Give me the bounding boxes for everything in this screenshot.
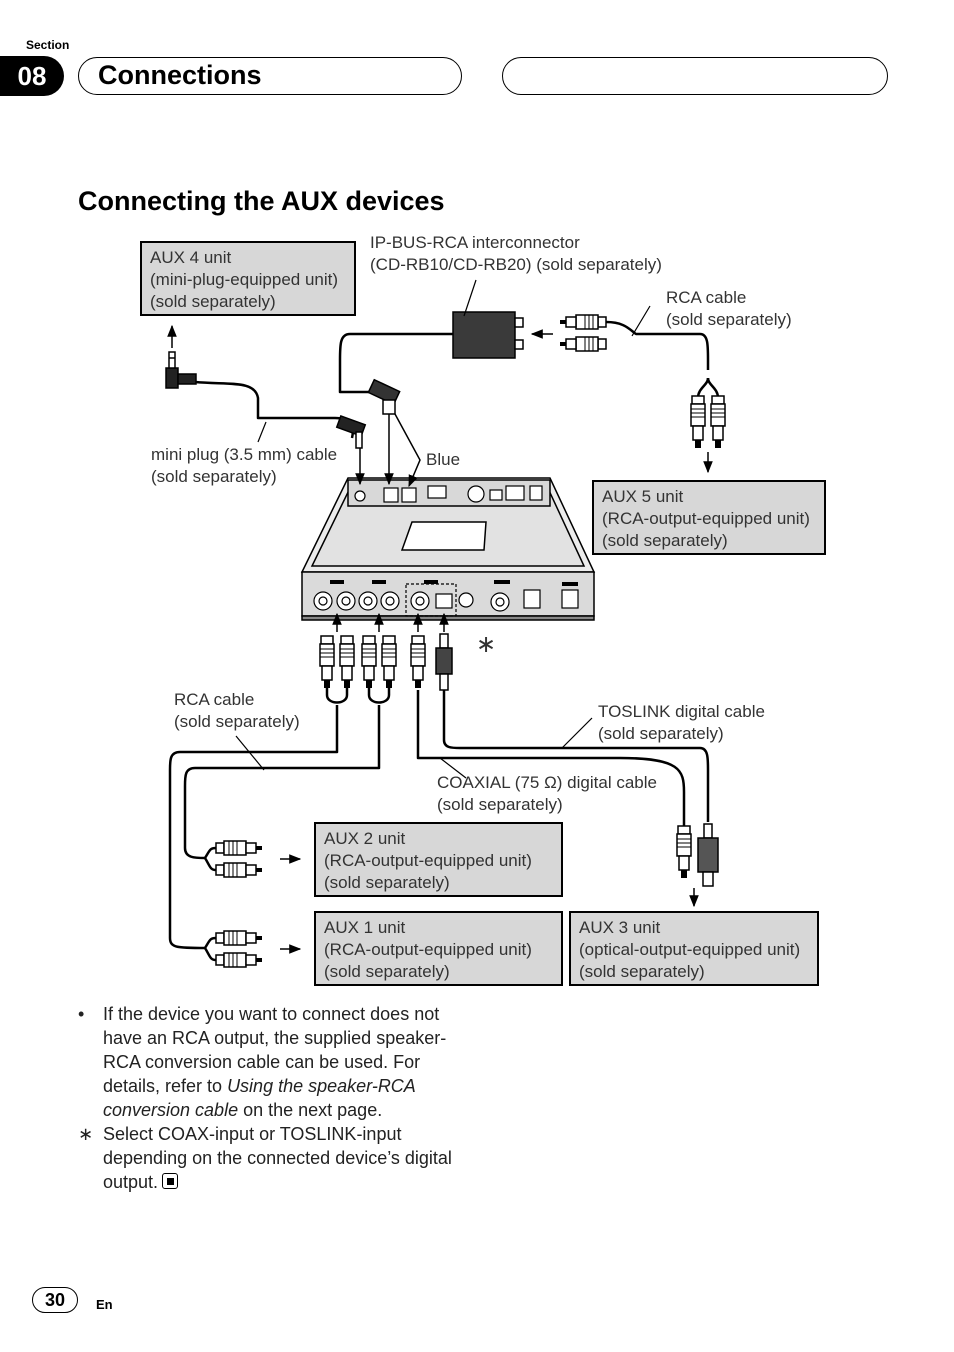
aux4-line-2: (mini-plug-equipped unit) <box>150 270 339 289</box>
ipbus-label: IP-BUS-RCA interconnector (CD-RB10/CD-RB… <box>370 232 662 276</box>
rca-top-line-2: (sold separately) <box>666 310 792 329</box>
aux1-line-2: (RCA-output-equipped unit) <box>324 940 532 959</box>
toslink-line-1: TOSLINK digital cable <box>598 702 765 721</box>
blue-label: Blue <box>426 450 461 469</box>
mini-plug-line-1: mini plug (3.5 mm) cable <box>151 445 338 464</box>
note-asterisk-text: Select COAX-input or TOSLINK-input depen… <box>103 1124 452 1192</box>
aux1-unit-box: AUX 1 unit (RCA-output-equipped unit) (s… <box>314 911 563 986</box>
note-bullet-italic: Using the speaker-RCA conversion cable <box>103 1076 416 1120</box>
ipbus-line-2: (CD-RB10/CD-RB20) (sold separately) <box>370 255 662 274</box>
toslink-label: TOSLINK digital cable (sold separately) <box>598 701 765 745</box>
aux2-line-2: (RCA-output-equipped unit) <box>324 851 532 870</box>
note-bullet-text-2: on the next page. <box>238 1100 383 1120</box>
section-number-badge: 08 <box>0 56 64 96</box>
rca-top-line-1: RCA cable <box>666 288 747 307</box>
ipbus-line-1: IP-BUS-RCA interconnector <box>370 233 580 252</box>
aux2-line-3: (sold separately) <box>324 873 450 892</box>
aux5-line-1: AUX 5 unit <box>602 487 684 506</box>
mini-plug-label: mini plug (3.5 mm) cable (sold separatel… <box>151 444 337 488</box>
coaxial-line-1: COAXIAL (75 Ω) digital cable <box>437 773 657 792</box>
aux5-line-3: (sold separately) <box>602 531 728 550</box>
note-bullet-text-1: If the device you want to connect does n… <box>103 1004 447 1096</box>
coaxial-line-2: (sold separately) <box>437 795 563 814</box>
page-title: Connections <box>98 60 262 90</box>
title-pill <box>78 57 462 95</box>
rca-cable-top-label: RCA cable (sold separately) <box>666 287 792 331</box>
asterisk-note-mark: ∗ <box>78 1124 94 1144</box>
mini-plug-line-2: (sold separately) <box>151 467 277 486</box>
aux1-line-3: (sold separately) <box>324 962 450 981</box>
rca-cable-left-label: RCA cable (sold separately) <box>174 689 300 733</box>
aux4-unit-box: AUX 4 unit (mini-plug-equipped unit) (so… <box>140 241 356 316</box>
section-heading: Connecting the AUX devices <box>78 186 445 216</box>
notes-list: • If the device you want to connect does… <box>78 1002 478 1194</box>
aux4-line-3: (sold separately) <box>150 292 276 311</box>
rca-left-line-2: (sold separately) <box>174 712 300 731</box>
toslink-line-2: (sold separately) <box>598 724 724 743</box>
asterisk-mark: ∗ <box>476 631 497 658</box>
aux3-line-3: (sold separately) <box>579 962 705 981</box>
aux3-line-1: AUX 3 unit <box>579 918 661 937</box>
stop-square-icon <box>162 1173 179 1189</box>
section-label: Section <box>26 38 70 52</box>
aux3-unit-box: AUX 3 unit (optical-output-equipped unit… <box>569 911 819 986</box>
aux5-unit-box: AUX 5 unit (RCA-output-equipped unit) (s… <box>592 480 826 555</box>
aux5-line-2: (RCA-output-equipped unit) <box>602 509 810 528</box>
aux2-line-1: AUX 2 unit <box>324 829 406 848</box>
bullet-mark: • <box>78 1004 85 1024</box>
coaxial-label: COAXIAL (75 Ω) digital cable (sold separ… <box>437 772 657 816</box>
rca-left-line-1: RCA cable <box>174 690 255 709</box>
header-empty-pill <box>502 57 888 95</box>
page-number: 30 <box>32 1287 78 1313</box>
aux3-line-2: (optical-output-equipped unit) <box>579 940 801 959</box>
language-label: En <box>96 1297 113 1312</box>
aux4-line-1: AUX 4 unit <box>150 248 232 267</box>
aux1-line-1: AUX 1 unit <box>324 918 406 937</box>
aux2-unit-box: AUX 2 unit (RCA-output-equipped unit) (s… <box>314 822 563 897</box>
note-bullet: • If the device you want to connect does… <box>78 1002 478 1122</box>
note-asterisk: ∗ Select COAX-input or TOSLINK-input dep… <box>78 1122 478 1194</box>
